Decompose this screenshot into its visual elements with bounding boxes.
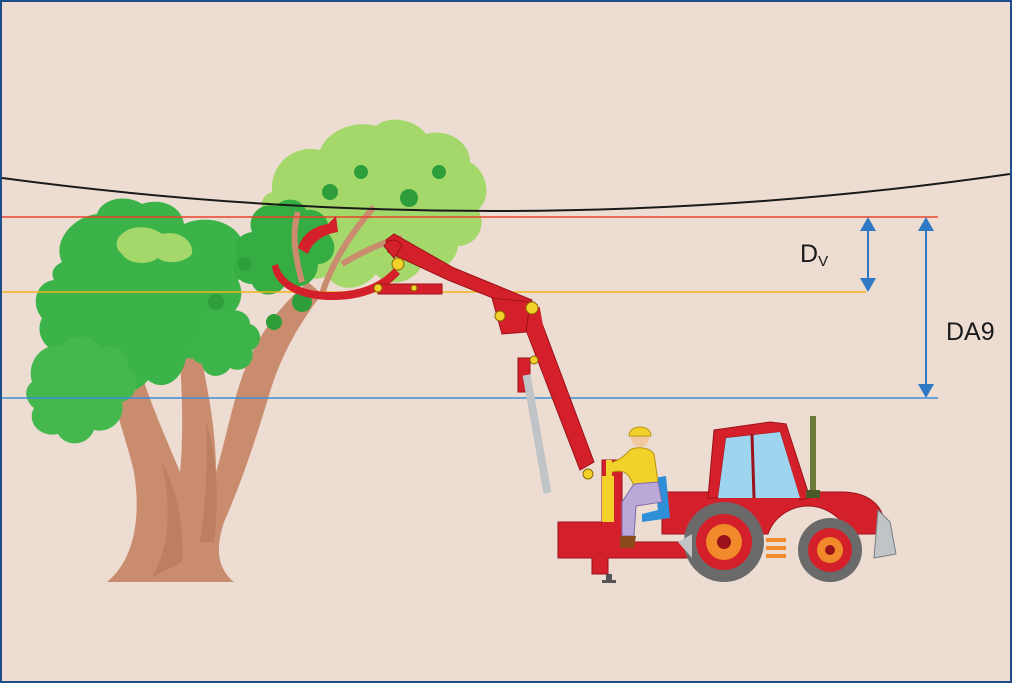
operator-helmet <box>628 426 652 437</box>
dv-label-main: D <box>800 240 819 268</box>
support-leg <box>606 574 612 582</box>
tree-icon <box>26 119 487 582</box>
operator-pants <box>621 481 663 537</box>
exhaust-pipe <box>810 416 816 492</box>
front-wheel <box>798 518 862 582</box>
tree-foliage-right-dots <box>208 165 446 330</box>
operator-seat <box>642 476 670 522</box>
exhaust-base <box>806 490 820 498</box>
tree-foliage-right-dark <box>233 199 335 295</box>
boom-arm <box>377 233 595 471</box>
operator-icon <box>606 426 670 548</box>
tree-foliage-left-highlight <box>116 227 193 263</box>
rear-wheel <box>684 502 764 582</box>
da9-label: DA9 <box>946 318 995 346</box>
operator-jacket <box>607 447 659 487</box>
dv-label-subscript: V <box>818 253 829 270</box>
hydraulic-piston <box>522 306 553 494</box>
cab-pillar <box>750 433 756 499</box>
tractor-step <box>766 538 786 558</box>
rear-mount-plate <box>602 476 614 522</box>
dv-dimension-arrow <box>860 217 876 292</box>
saw-hook <box>298 216 338 254</box>
tree-foliage-left-lower <box>26 336 137 444</box>
tree-trunk-shade <box>152 422 217 577</box>
operator-boots <box>620 536 636 548</box>
da9-dimension-arrow <box>918 217 934 398</box>
tree-foliage-mid <box>190 310 261 376</box>
saw-arc <box>272 264 400 300</box>
saw-blade-icon <box>272 216 400 300</box>
power-line <box>2 173 1010 212</box>
rear-mudguard <box>678 534 692 558</box>
dv-label: DV <box>800 240 829 270</box>
support-foot <box>602 580 616 583</box>
operator-control-lever <box>606 460 612 476</box>
tree-trunk <box>101 252 322 582</box>
tractor-cab-glass <box>718 432 800 498</box>
tractor-grille <box>873 508 897 559</box>
tractor-icon <box>557 416 897 583</box>
